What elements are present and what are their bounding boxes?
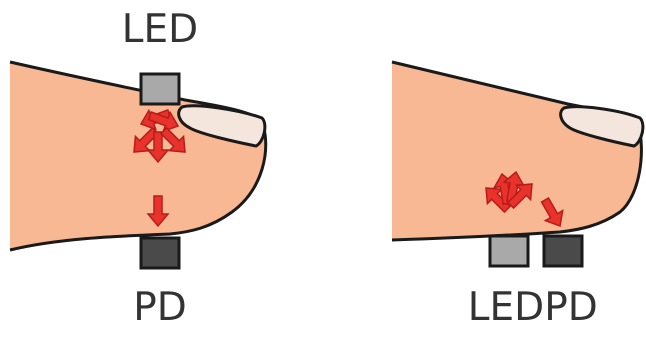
pd-label-bottom: PD: [133, 285, 187, 330]
reflection-mode-panel: LED PD: [392, 62, 643, 330]
finger-right: [392, 62, 641, 240]
led-label-right: LED: [468, 285, 544, 330]
led-component-left: [141, 74, 179, 104]
pd-label-right: PD: [544, 285, 598, 330]
photodiode-component-left: [141, 238, 179, 268]
transmission-mode-panel: LED PD: [10, 7, 266, 330]
led-label-top: LED: [122, 7, 198, 52]
photodiode-component-right: [544, 236, 582, 266]
led-component-right: [490, 236, 528, 266]
finger-left: [10, 62, 266, 250]
